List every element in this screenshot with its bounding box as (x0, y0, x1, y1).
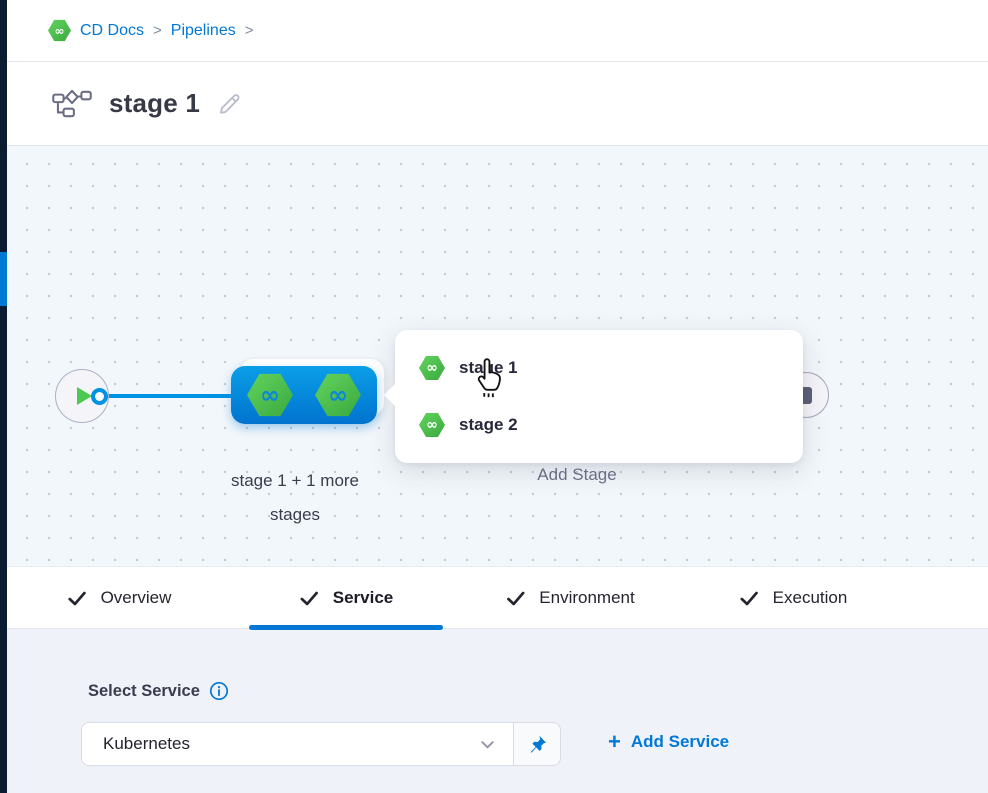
pipeline-icon (52, 89, 92, 117)
page-title: stage 1 (109, 88, 201, 118)
active-tab-underline (249, 625, 443, 630)
popup-tail (384, 384, 395, 406)
stage-hexagon-icon: ∞ (315, 373, 361, 417)
tab-overview[interactable]: Overview (67, 567, 172, 629)
tab-execution[interactable]: Execution (739, 567, 848, 629)
stage-group-caption: stage 1 + 1 more stages (230, 471, 360, 524)
tab-label: Environment (539, 588, 635, 607)
stop-icon (800, 386, 812, 404)
stage-tabs-bar: Overview Service Environment Execution A (7, 566, 988, 630)
service-panel: Select Service Kubernetes + Add S (7, 629, 988, 793)
stage-hexagon-icon: ∞ (247, 373, 293, 417)
pin-service-button[interactable] (514, 722, 561, 766)
breadcrumb-separator-icon: > (153, 22, 162, 39)
check-icon (300, 591, 318, 605)
tab-service[interactable]: Service (299, 567, 394, 629)
service-select-value: Kubernetes (103, 734, 190, 753)
edit-pencil-icon[interactable] (216, 91, 242, 117)
check-icon (68, 591, 86, 605)
add-service-label: Add Service (630, 732, 730, 751)
add-service-button[interactable]: + Add Service (608, 729, 730, 754)
stage-list-popup: ∞ stage 1 ∞ stage 2 (384, 330, 803, 463)
harness-logo-icon: ∞ (48, 19, 71, 42)
add-stage-label[interactable]: Add Stage (537, 465, 617, 484)
breadcrumb-link-project[interactable]: CD Docs (80, 21, 145, 39)
pipeline-canvas[interactable]: ∞ ∞ stage 1 + 1 more stages Add Stage ∞ … (7, 146, 988, 566)
breadcrumb-bar: ∞ CD Docs > Pipelines > (7, 0, 988, 62)
check-icon (740, 591, 758, 605)
start-node-port[interactable] (91, 388, 108, 405)
popup-item-label: stage 2 (459, 415, 518, 434)
plus-icon: + (608, 729, 621, 754)
select-service-label: Select Service (88, 681, 200, 700)
play-icon (77, 387, 92, 405)
rail-active-indicator (0, 252, 7, 306)
tab-label: Service (332, 588, 394, 607)
pipeline-edge (105, 394, 233, 398)
hand-cursor-icon (477, 358, 501, 398)
info-icon[interactable] (209, 681, 229, 701)
stage-hexagon-icon: ∞ (419, 356, 445, 380)
service-select[interactable]: Kubernetes (81, 722, 514, 766)
service-select-group: Kubernetes (81, 722, 561, 766)
check-icon (507, 591, 525, 605)
popup-item-stage-2[interactable]: ∞ stage 2 (419, 409, 803, 441)
popup-item-stage-1[interactable]: ∞ stage 1 (419, 352, 803, 384)
left-nav-rail[interactable] (0, 0, 7, 793)
stage-title-bar: stage 1 (7, 62, 988, 146)
tab-label: Execution (772, 588, 848, 607)
tab-environment[interactable]: Environment (505, 567, 635, 629)
stage-hexagon-icon: ∞ (419, 413, 445, 437)
breadcrumb-separator-icon: > (244, 22, 254, 39)
breadcrumb: ∞ CD Docs > Pipelines > (48, 19, 253, 42)
pin-icon (530, 735, 546, 753)
tab-label: Overview (100, 588, 172, 607)
stage-group-node[interactable]: ∞ ∞ (231, 366, 377, 424)
breadcrumb-link-pipelines[interactable]: Pipelines (170, 21, 236, 39)
chevron-down-icon (481, 740, 494, 748)
